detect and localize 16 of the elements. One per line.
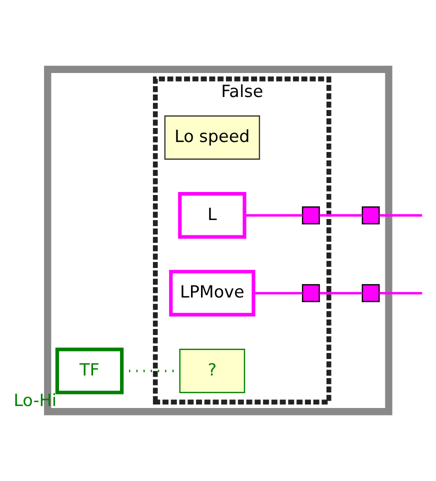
connector [320, 292, 362, 294]
connector [379, 292, 422, 294]
node-box: LPMove [169, 270, 256, 316]
connector [254, 292, 302, 294]
connector [320, 214, 362, 217]
node-box [362, 206, 380, 224]
node-box: TF [55, 348, 124, 394]
node-box: L [178, 192, 246, 239]
connector [244, 214, 302, 217]
node-box: ? [179, 348, 246, 394]
node-box [302, 206, 320, 224]
node-box [362, 284, 380, 302]
node-label: Lo-Hi [14, 390, 57, 410]
connector [379, 214, 422, 217]
node-box: Lo speed [164, 115, 260, 160]
node-box [302, 284, 320, 302]
